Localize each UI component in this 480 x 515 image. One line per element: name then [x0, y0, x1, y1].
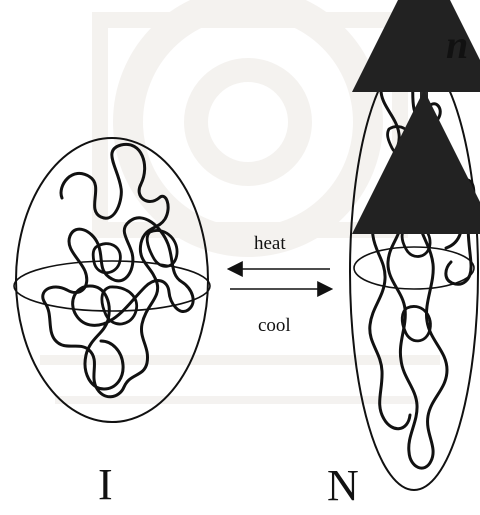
- nematic-polymer-side-chain-right: [446, 180, 474, 284]
- cool-label: cool: [258, 315, 291, 336]
- director-arrow-group: n: [424, 20, 468, 162]
- isotropic-label: I: [98, 460, 113, 509]
- director-label: n: [446, 22, 468, 67]
- isotropic-polymer-loop-b: [102, 287, 137, 324]
- nematic-polymer-chain: [381, 64, 447, 468]
- isotropic-sphere: [14, 138, 210, 422]
- nematic-label: N: [327, 461, 359, 510]
- isotropic-polymer-loop-a: [93, 244, 120, 273]
- nematic-ellipsoid: [350, 54, 478, 490]
- heat-label: heat: [254, 233, 286, 254]
- transition-arrows: [230, 269, 330, 289]
